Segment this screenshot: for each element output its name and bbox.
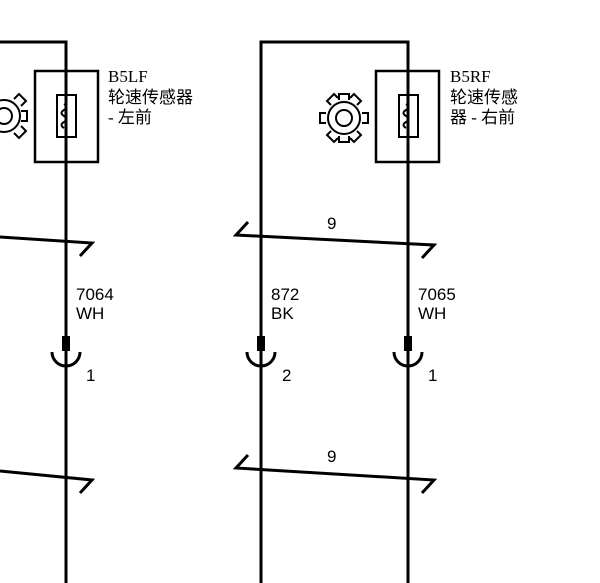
sensor-right-element (398, 94, 419, 138)
sensor-left-desc-1: 轮速传感器 (108, 88, 193, 107)
connector-pin-right (392, 336, 424, 368)
sensor-right: B5RF 轮速传感 器 - 右前 (259, 40, 518, 583)
sensor-right-desc-2: 器 - 右前 (450, 108, 515, 127)
sensor-left-id: B5LF (108, 67, 148, 86)
gear-icon (0, 92, 28, 140)
pin-right-number: 1 (428, 366, 437, 385)
sensor-left: B5LF 轮速传感器 - 左前 (0, 40, 193, 583)
sensor-left-desc-2: - 左前 (108, 108, 152, 127)
shield-lower-right (232, 453, 438, 495)
shield-upper-right (232, 220, 438, 260)
sensor-left-box (33, 69, 100, 164)
sensor-right-coil (402, 103, 410, 129)
wire-middle (259, 40, 410, 583)
sensor-right-box (374, 69, 441, 164)
wire-left-top (0, 40, 68, 583)
connector-pin-middle (245, 336, 277, 368)
connector-pin-left (50, 336, 82, 368)
pin-middle-number: 2 (282, 366, 291, 385)
wire-left-circuit: 7064 (76, 285, 114, 304)
wire-right-circuit: 7065 (418, 285, 456, 304)
sensor-right-desc-1: 轮速传感 (450, 88, 518, 107)
sensor-left-coil (60, 103, 68, 129)
pin-left-number: 1 (86, 366, 95, 385)
shield-upper-left (0, 235, 96, 258)
shield-lower-left (0, 469, 96, 495)
wire-left-color: WH (76, 304, 104, 323)
sensor-right-id: B5RF (450, 67, 491, 86)
shield-lower-label: 9 (327, 447, 336, 466)
wire-middle-color: BK (271, 304, 294, 323)
wire-right-color: WH (418, 304, 446, 323)
sensor-left-element (56, 94, 77, 138)
wire-middle-circuit: 872 (271, 285, 299, 304)
shield-upper-label: 9 (327, 214, 336, 233)
gear-icon (319, 92, 369, 144)
